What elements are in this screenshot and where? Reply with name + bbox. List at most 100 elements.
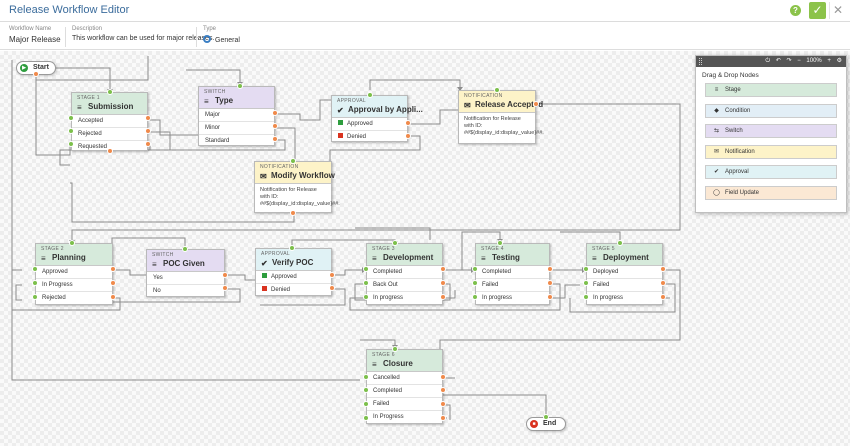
input-port[interactable] <box>543 414 549 420</box>
output-port[interactable] <box>272 136 278 142</box>
workflow-name-field[interactable]: Workflow Name Major Release <box>9 26 61 44</box>
node-row[interactable]: Completed <box>367 266 442 279</box>
save-button[interactable]: ✓ <box>809 2 826 19</box>
redo-icon[interactable]: ↷ <box>786 58 792 64</box>
node-row[interactable]: Approved <box>256 271 331 284</box>
workflow-description-field[interactable]: Description This workflow can be used fo… <box>72 26 214 42</box>
input-port[interactable] <box>494 87 500 93</box>
node-row[interactable]: Failed <box>476 279 549 292</box>
palette-item-stage[interactable]: ≡Stage <box>705 83 837 97</box>
output-port[interactable] <box>440 280 446 286</box>
palette-toolbar[interactable]: ⏻ ↶ ↷ − 100% + ⚙ <box>696 56 846 67</box>
input-port[interactable] <box>583 280 589 286</box>
input-port[interactable] <box>363 374 369 380</box>
node-row[interactable]: In Progress <box>373 414 404 420</box>
output-port[interactable] <box>222 272 228 278</box>
node-notification-modify-workflow[interactable]: Notification ✉Modify Workflow Notificati… <box>254 161 340 213</box>
output-port[interactable] <box>660 280 666 286</box>
input-port[interactable] <box>107 89 113 95</box>
drag-handle-icon[interactable] <box>699 58 702 65</box>
node-stage-testing[interactable]: Stage 4 ≡Testing Completed Failed In pro… <box>475 243 550 305</box>
node-row[interactable]: Completed <box>476 266 549 279</box>
output-port[interactable] <box>533 101 539 107</box>
input-port[interactable] <box>583 294 589 300</box>
output-port[interactable] <box>110 280 116 286</box>
output-port[interactable] <box>660 266 666 272</box>
output-port[interactable] <box>107 148 113 154</box>
input-port[interactable] <box>392 240 398 246</box>
output-port[interactable] <box>272 110 278 116</box>
output-port[interactable] <box>110 294 116 300</box>
node-row[interactable]: Approved <box>332 118 407 131</box>
output-port[interactable] <box>440 415 446 421</box>
input-port[interactable] <box>497 240 503 246</box>
node-row[interactable]: Denied <box>256 284 331 297</box>
node-row[interactable]: Failed <box>367 398 442 411</box>
node-row[interactable]: Cancelled <box>367 372 442 385</box>
output-port[interactable] <box>145 115 151 121</box>
settings-icon[interactable]: ⚙ <box>836 58 842 64</box>
node-row[interactable]: Approved <box>36 266 112 279</box>
output-port[interactable] <box>329 272 335 278</box>
palette-item-switch[interactable]: ⇆Switch <box>705 124 837 138</box>
node-row[interactable]: In progress <box>593 295 624 301</box>
node-row[interactable]: Accepted <box>72 115 147 128</box>
output-port[interactable] <box>440 294 446 300</box>
node-row[interactable]: Deployed <box>587 266 662 279</box>
node-stage-development[interactable]: Stage 3 ≡Development Completed Back Out … <box>366 243 443 305</box>
node-stage-deployment[interactable]: Stage 5 ≡Deployment Deployed Failed In p… <box>586 243 663 305</box>
palette-item-field-update[interactable]: ◯Field Update <box>705 185 837 200</box>
node-approval-application[interactable]: Approval ✔Approval by Appli... Approved … <box>331 95 423 144</box>
input-port[interactable] <box>392 346 398 352</box>
node-row[interactable]: Denied <box>332 131 407 144</box>
input-port[interactable] <box>68 128 74 134</box>
input-port[interactable] <box>617 240 623 246</box>
output-port[interactable] <box>547 294 553 300</box>
input-port[interactable] <box>237 83 243 89</box>
output-port[interactable] <box>329 285 335 291</box>
output-port[interactable] <box>440 266 446 272</box>
node-row[interactable]: Rejected <box>72 128 147 141</box>
output-port[interactable] <box>547 266 553 272</box>
node-row[interactable]: In Progress <box>36 279 112 292</box>
input-port[interactable] <box>583 266 589 272</box>
output-port[interactable] <box>405 120 411 126</box>
input-port[interactable] <box>290 158 296 164</box>
output-port[interactable] <box>440 387 446 393</box>
workflow-type-field[interactable]: Type General <box>203 26 240 44</box>
node-row[interactable]: Requested <box>78 144 108 150</box>
input-port[interactable] <box>472 280 478 286</box>
output-port[interactable] <box>222 285 228 291</box>
close-button[interactable]: ✕ <box>829 2 846 19</box>
palette-item-approval[interactable]: ✔Approval <box>705 165 837 179</box>
zoom-in-icon[interactable]: + <box>827 58 831 64</box>
output-port[interactable] <box>290 210 296 216</box>
node-stage-planning[interactable]: Stage 2 ≡Planning Approved In Progress R… <box>35 243 113 305</box>
input-port[interactable] <box>32 280 38 286</box>
node-row[interactable]: Major <box>199 109 274 122</box>
node-row[interactable]: Completed <box>367 385 442 398</box>
output-port[interactable] <box>272 123 278 129</box>
input-port[interactable] <box>472 294 478 300</box>
node-row[interactable]: Yes <box>147 272 224 285</box>
output-port[interactable] <box>33 71 39 77</box>
node-row[interactable]: In progress <box>373 295 404 301</box>
input-port[interactable] <box>472 266 478 272</box>
input-port[interactable] <box>182 246 188 252</box>
node-row[interactable]: Back Out <box>367 279 442 292</box>
help-button[interactable]: ? <box>790 5 801 16</box>
input-port[interactable] <box>363 280 369 286</box>
input-port[interactable] <box>363 401 369 407</box>
input-port[interactable] <box>68 141 74 147</box>
output-port[interactable] <box>660 294 666 300</box>
input-port[interactable] <box>69 240 75 246</box>
output-port[interactable] <box>145 141 151 147</box>
input-port[interactable] <box>32 294 38 300</box>
output-port[interactable] <box>440 374 446 380</box>
input-port[interactable] <box>68 115 74 121</box>
node-row[interactable]: Rejected <box>42 295 66 301</box>
output-port[interactable] <box>405 133 411 139</box>
input-port[interactable] <box>289 245 295 251</box>
input-port[interactable] <box>367 92 373 98</box>
undo-icon[interactable]: ↶ <box>775 58 781 64</box>
